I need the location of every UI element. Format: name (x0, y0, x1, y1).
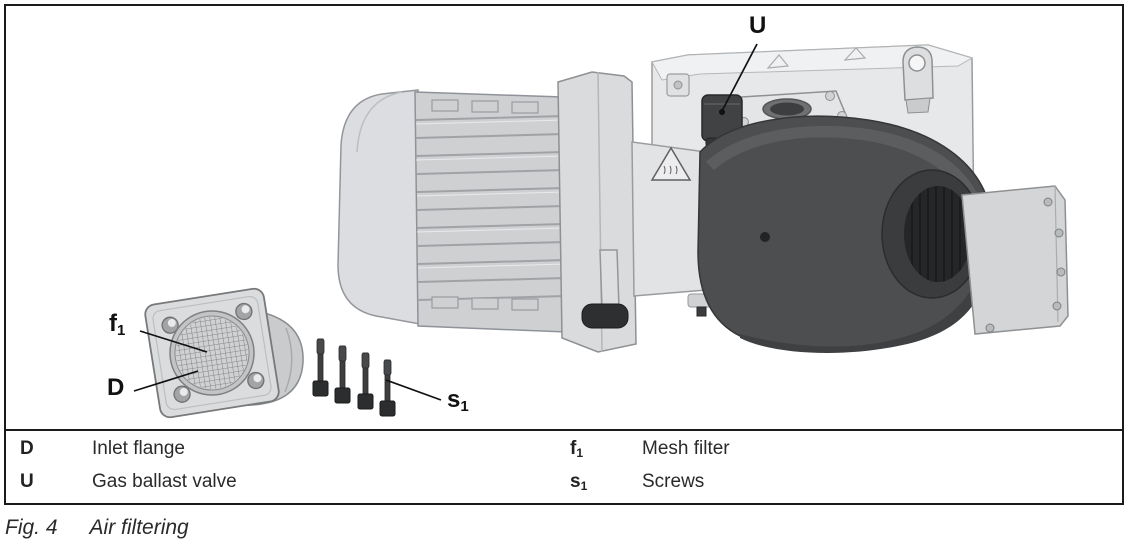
callout-mesh-filter: f1 (109, 310, 126, 339)
callout-label: U (749, 12, 767, 39)
flange-bolt-holes (161, 302, 265, 403)
legend-column-right: f1 Mesh filter s1 Screws (564, 431, 1122, 503)
figure-frame: U f1 D s1 D Inlet flange U Gas ballas (4, 4, 1124, 505)
screw (379, 359, 396, 417)
leader-line-s1 (385, 379, 442, 401)
hot-surface-warning-icon (650, 146, 692, 181)
screws (312, 338, 396, 417)
callout-screws: s1 (447, 386, 469, 415)
leader-line-f1 (139, 330, 208, 353)
leader-line-u (721, 43, 758, 112)
callout-label: s (447, 386, 461, 413)
legend-key: f1 (570, 438, 584, 460)
legend-column-left: D Inlet flange U Gas ballast valve (6, 431, 564, 503)
callout-inlet-flange: D (107, 376, 124, 402)
support-foot (581, 249, 629, 329)
callout-gas-ballast-valve: U (749, 14, 766, 40)
screw (312, 338, 329, 397)
callout-label: D (107, 374, 125, 401)
legend-key: D (20, 438, 34, 459)
callout-sub: 1 (460, 398, 469, 415)
legend-description: Gas ballast valve (92, 471, 237, 492)
screw (357, 352, 374, 410)
legend-key: s1 (570, 471, 588, 493)
callout-sub: 1 (117, 322, 126, 339)
legend-description: Mesh filter (642, 438, 730, 459)
pump-drawing (133, 43, 1069, 419)
legend-entry-screws: s1 Screws (570, 471, 1122, 504)
legend-entry-gas-ballast-valve: U Gas ballast valve (20, 471, 564, 504)
figure-caption: Fig. 4 Air filtering (5, 516, 189, 540)
caption-label: Fig. 4 (5, 516, 58, 539)
screw (334, 345, 351, 404)
legend-entry-inlet-flange: D Inlet flange (20, 438, 564, 471)
rear-flange-block (961, 185, 1069, 335)
sight-glass (760, 232, 770, 242)
mesh-filter-screen (169, 310, 255, 396)
exhaust-cover (697, 115, 993, 353)
pump-illustration: U f1 D s1 (6, 6, 1120, 429)
motor-fan-cover (337, 89, 421, 325)
leader-lines (133, 43, 758, 401)
legend-description: Screws (642, 471, 705, 492)
inlet-flange-part (144, 287, 304, 419)
legend-description: Inlet flange (92, 438, 185, 459)
legend-entry-mesh-filter: f1 Mesh filter (570, 438, 1122, 471)
callout-label: f (109, 310, 117, 337)
caption-title: Air filtering (89, 516, 189, 539)
leader-line-d (133, 370, 199, 392)
legend: D Inlet flange U Gas ballast valve f1 Me… (6, 429, 1122, 503)
legend-key: U (20, 471, 34, 492)
